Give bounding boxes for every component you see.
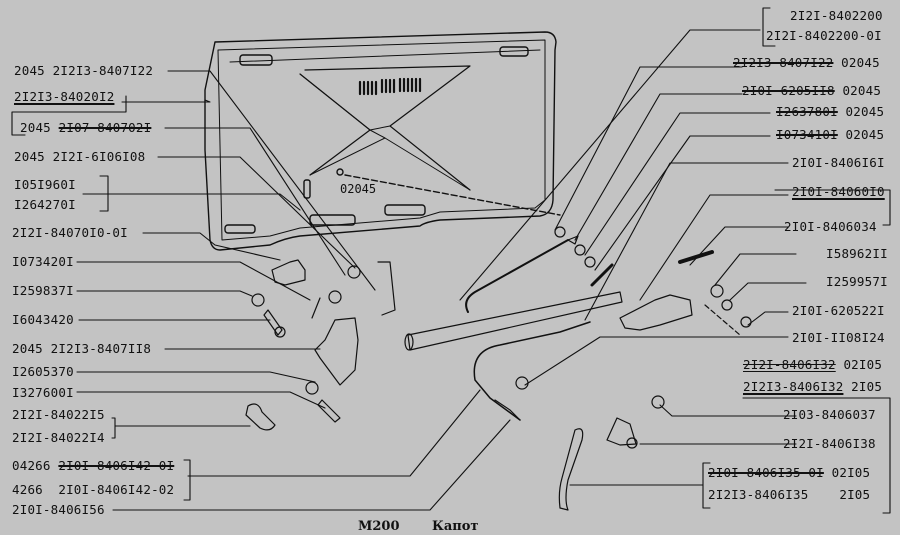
hood-lock [619, 294, 693, 331]
part-label: 2I0I-84060I0 [792, 184, 885, 199]
spring [678, 250, 714, 264]
hood-callout-label: 02045 [340, 182, 376, 196]
model-code: M200 [358, 519, 400, 534]
hood-stamp-mark [358, 77, 422, 96]
part-label: 2I03-8406037 [783, 407, 876, 422]
part-label: I327600I [12, 385, 74, 400]
prop-rod-clip [303, 179, 311, 199]
hood-slot [239, 54, 273, 66]
washer-icon [328, 290, 342, 304]
release-cable [473, 321, 591, 421]
hood-hinge [271, 259, 306, 286]
diagram-title: Капот [432, 519, 479, 534]
part-label: I05I960I [14, 177, 76, 192]
bracket-plate [606, 417, 637, 446]
prop-rod-mount [336, 168, 344, 176]
brackets [11, 7, 891, 514]
rubber-pad [245, 403, 276, 431]
washer-icon [721, 299, 733, 311]
hood-slot [224, 224, 256, 234]
part-label: 4266 2I0I-8406I42-02 [12, 482, 175, 497]
part-label: 2I2I-84022I4 [12, 430, 105, 445]
part-label: 2I2I-84070I0-0I [12, 225, 128, 240]
grommet-icon [515, 376, 529, 390]
part-label: I2605370 [12, 364, 74, 379]
part-label: 2I2I-8406I32 02I05 [743, 357, 883, 372]
part-label: I6043420 [12, 312, 74, 327]
hood-panel [204, 31, 561, 251]
washer-icon [347, 265, 361, 279]
part-label: 2I2I3-8406I32 2I05 [743, 379, 883, 394]
part-label: 2I0I-8406I56 [12, 502, 105, 517]
part-label: 2I0I-8406I6I [792, 155, 885, 170]
part-label: 2I2I3-84020I2 [14, 89, 115, 104]
prop-rod-bracket [377, 261, 396, 316]
release-handle [558, 428, 584, 511]
part-label: I259957I [826, 274, 888, 289]
bolt [263, 309, 283, 336]
part-label: 2I2I-8406I38 [783, 436, 876, 451]
part-label: I264270I [14, 197, 76, 212]
part-label: 04266 2I0I-8406I42-0I [12, 458, 175, 473]
part-label: I073410I 02045 [776, 127, 885, 142]
part-label: I58962II [826, 246, 888, 261]
part-label: 2I2I-8402200-0I [766, 28, 882, 43]
part-label: 2045 2I2I-6I06I08 [14, 149, 146, 164]
latch-plate [314, 317, 359, 386]
part-label: I259837I [12, 283, 74, 298]
part-label: 2I2I3-8406I35 2I05 [708, 487, 871, 502]
part-label: 2I0I-6205II8 02045 [742, 83, 882, 98]
part-label: 2I0I-8406I35-0I 02I05 [708, 465, 871, 480]
part-label: 2045 2I2I3-8407II8 [12, 341, 152, 356]
seal-strip [407, 291, 623, 351]
part-label: 2I2I-84022I5 [12, 407, 105, 422]
part-label: 2I0I-8406034 [784, 219, 877, 234]
screw [317, 399, 341, 423]
small-parts [245, 226, 752, 511]
cotter-pin [311, 297, 321, 319]
hood-slot [499, 46, 529, 57]
part-label: 2I0I-620522I [792, 303, 885, 318]
part-label: 2I0I-II08I24 [792, 330, 885, 345]
nut-icon [251, 293, 265, 307]
part-label: 2I2I3-8407I22 02045 [733, 55, 880, 70]
part-label: 2045 2I07-840702I [20, 120, 152, 135]
grommet-icon [651, 395, 665, 409]
part-label: I263780I 02045 [776, 104, 885, 119]
part-label: 2045 2I2I3-8407I22 [14, 63, 154, 78]
part-label: 2I2I-8402200 [790, 8, 883, 23]
washer-icon [305, 381, 319, 395]
hood-slot [384, 204, 426, 216]
washer-icon [710, 284, 724, 298]
hood-prop-rod [465, 239, 569, 313]
washer-icon [740, 316, 752, 328]
leader-lines [76, 29, 807, 511]
part-label: I073420I [12, 254, 74, 269]
